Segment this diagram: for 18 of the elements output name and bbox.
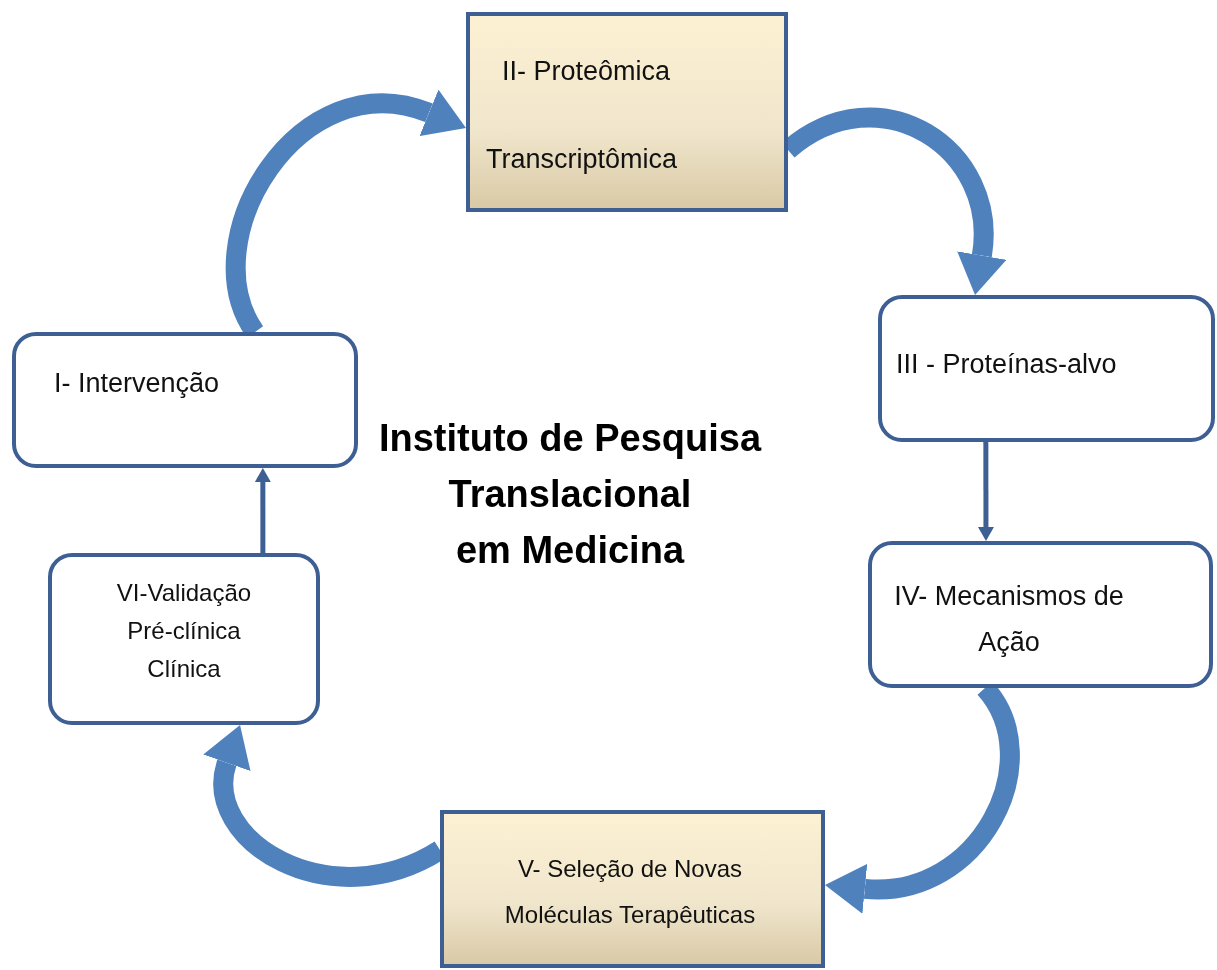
center-title: Instituto de Pesquisa Translacional em Medicina xyxy=(377,416,763,573)
stage-label: VI-Validação xyxy=(115,579,253,607)
stage-box xyxy=(440,810,825,968)
rounded-stage-box xyxy=(868,541,1213,688)
stage-label: V- Seleção de Novas Moléculas Terapêuticas xyxy=(503,854,757,930)
arrow xyxy=(977,442,994,541)
stage-box xyxy=(466,12,788,212)
arrow xyxy=(254,468,271,553)
stage-label: I- Intervenção xyxy=(54,368,220,399)
stage-label: IV- Mecanismos de Ação xyxy=(894,580,1124,659)
stage-label: Transcriptômica xyxy=(486,144,678,175)
stage-label: II- Proteômica xyxy=(502,56,671,87)
rounded-stage-box xyxy=(12,332,358,468)
stage-label: III - Proteínas-alvo xyxy=(896,349,1117,380)
stage-label: Clínica xyxy=(146,655,222,683)
stage-label: Pré-clínica xyxy=(126,617,242,645)
rounded-stage-box xyxy=(48,553,320,725)
rounded-stage-box xyxy=(878,295,1215,442)
